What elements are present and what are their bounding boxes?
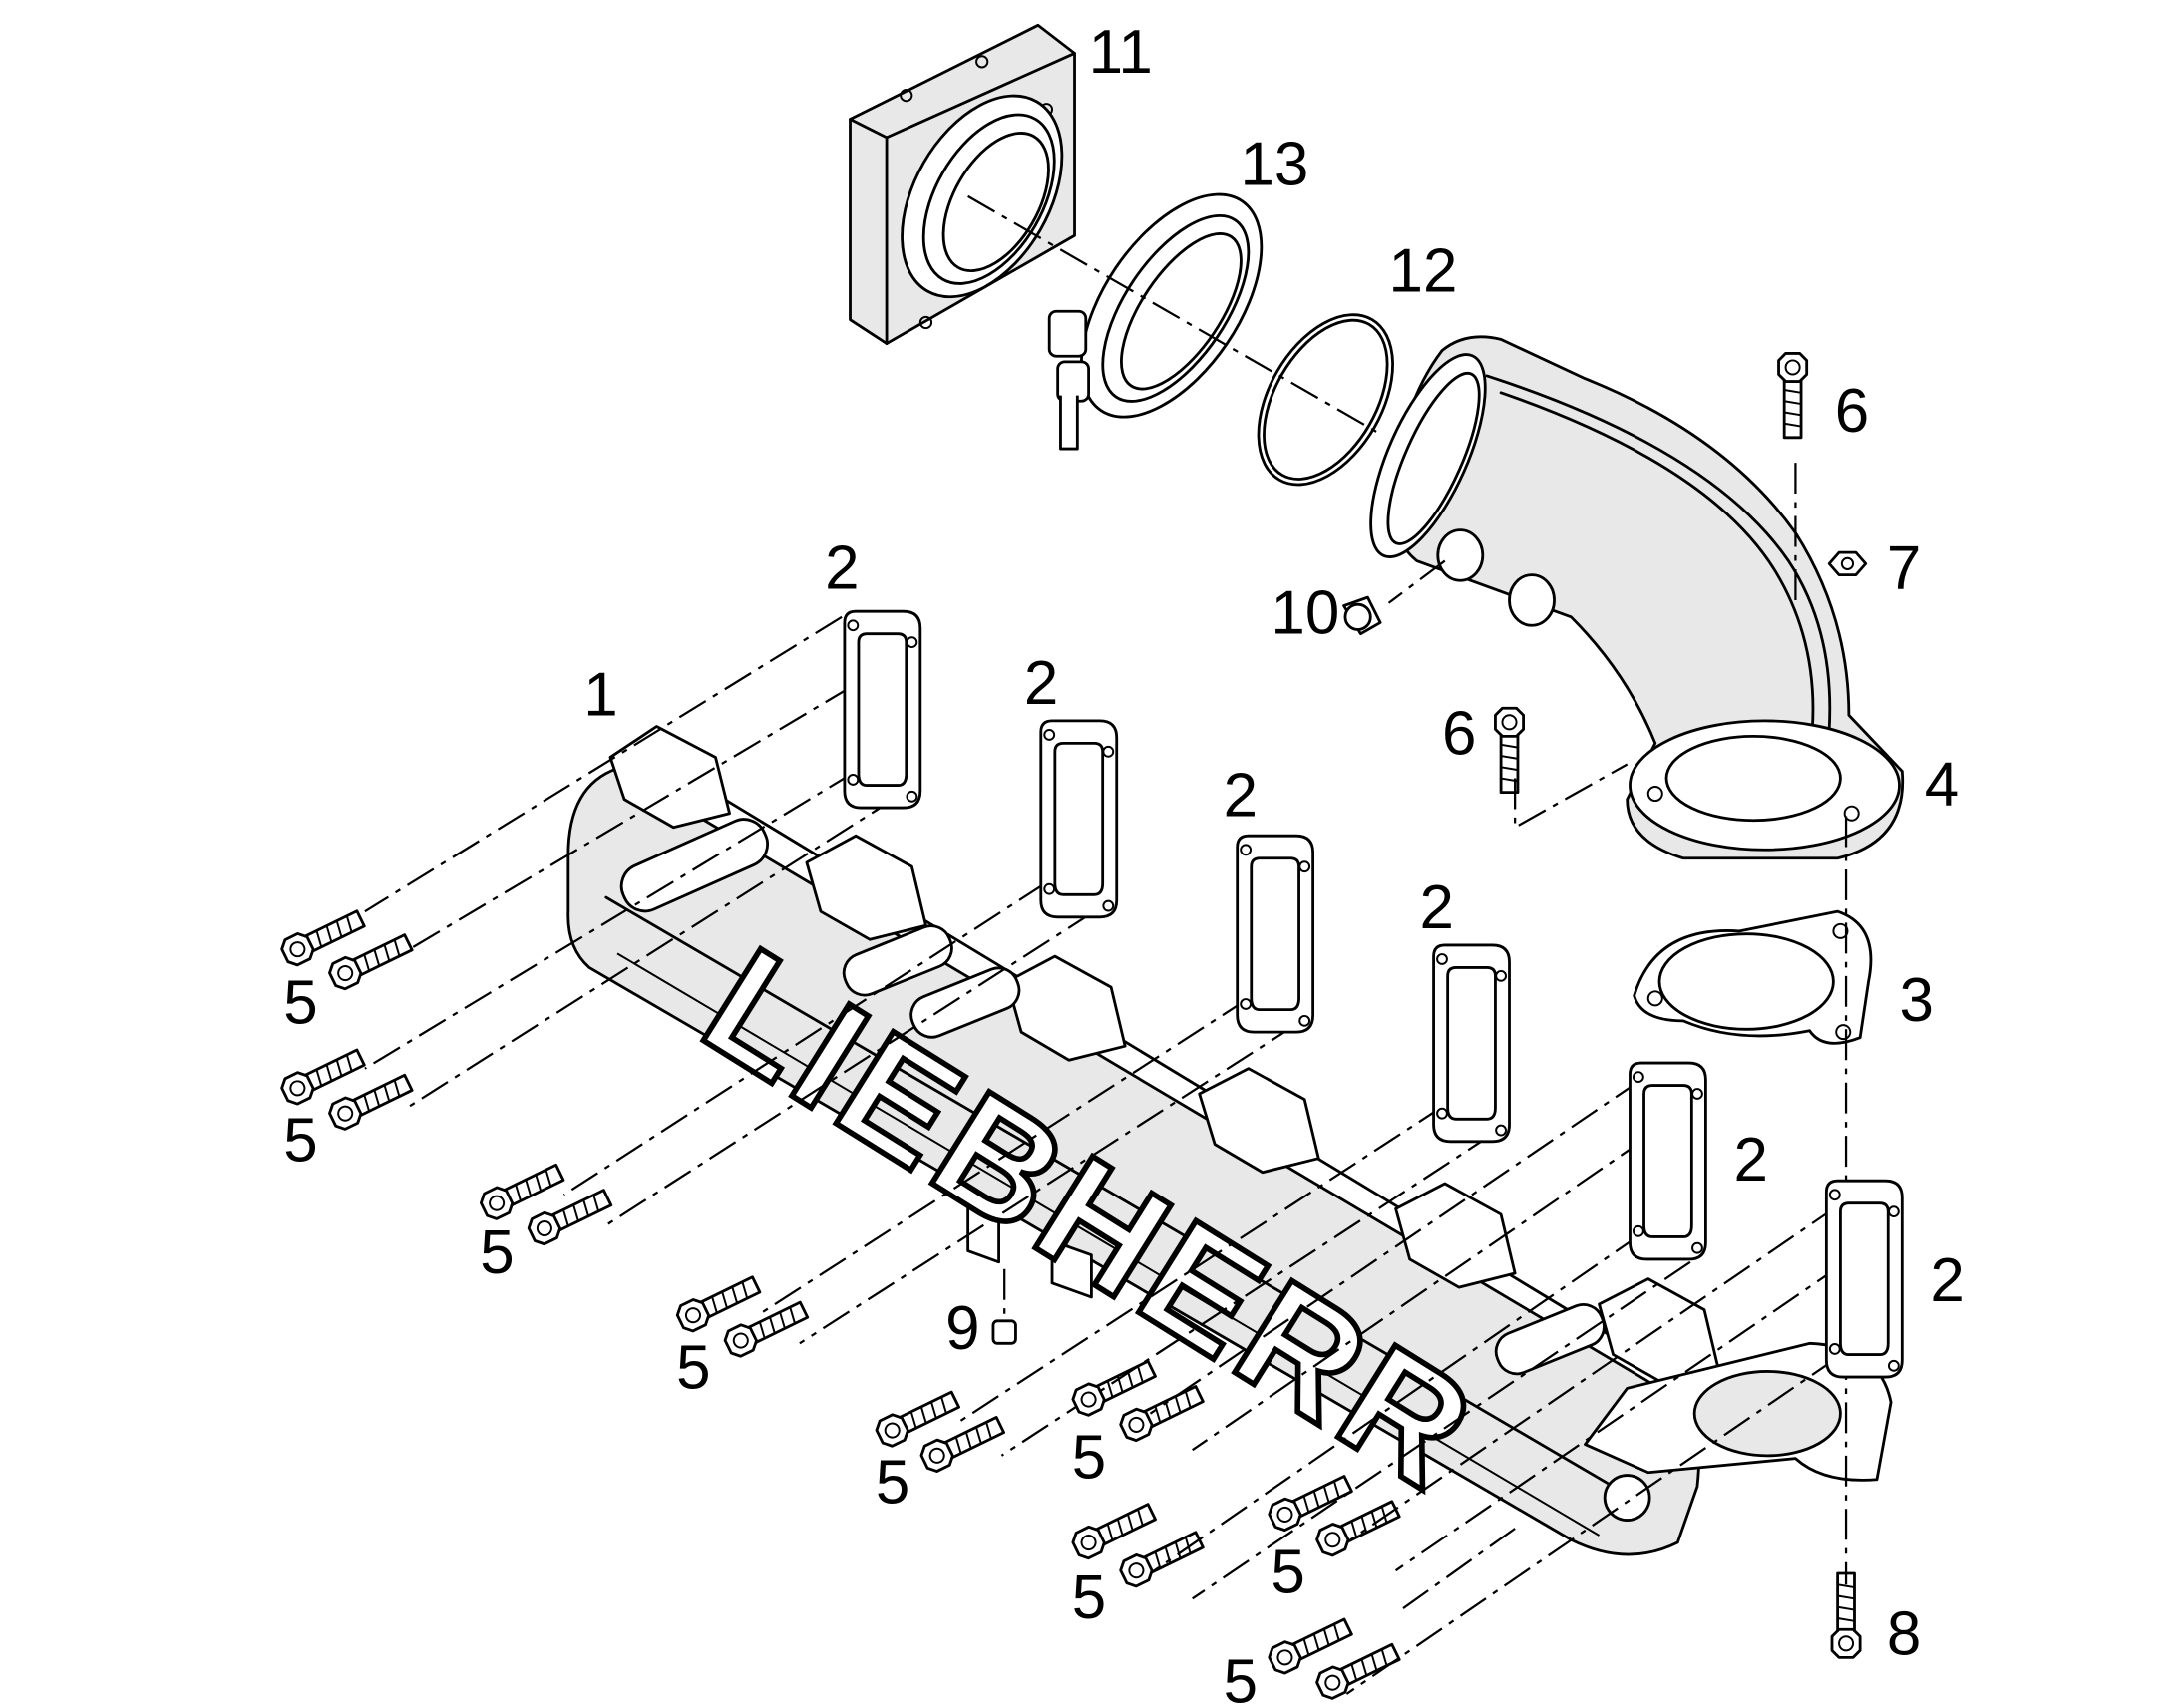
callout-2-f: 2: [1930, 1246, 1964, 1315]
callout-5-g: 5: [1072, 1563, 1106, 1632]
elbow-pipe-icon: [1369, 335, 1905, 860]
callout-5-e: 5: [876, 1449, 909, 1518]
hex-nut-icon: [1827, 550, 1868, 577]
exhaust-manifold-icon: [566, 725, 1893, 1556]
callout-2-c: 2: [1224, 762, 1258, 831]
callout-7: 7: [1887, 534, 1921, 603]
callout-1: 1: [583, 660, 617, 729]
callout-5-i: 5: [1224, 1647, 1258, 1708]
callout-13: 13: [1240, 131, 1308, 199]
callout-2-b: 2: [1024, 649, 1058, 718]
round-gasket-icon: [1633, 909, 1873, 1045]
plug-10-icon: [1342, 595, 1382, 636]
assembly-lines: [364, 194, 1888, 1695]
callouts: 11 13 12 6 7 10 6 4 3 2 1 2 2 2 2 2 5 5 …: [283, 18, 1965, 1708]
plug-9-icon: [991, 1319, 1017, 1345]
callout-4: 4: [1925, 750, 1959, 819]
v-band-clamp-icon: [1047, 192, 1264, 451]
callout-2-e: 2: [1734, 1126, 1768, 1195]
callout-5-c: 5: [480, 1218, 514, 1287]
callout-2-d: 2: [1420, 873, 1454, 942]
flange-plate-icon: [849, 23, 1076, 345]
callout-6-mid: 6: [1442, 700, 1476, 769]
callout-5-b: 5: [283, 1107, 317, 1176]
callout-5-f: 5: [1072, 1423, 1106, 1492]
callout-10: 10: [1271, 579, 1339, 648]
callout-5-d: 5: [676, 1333, 710, 1402]
o-ring-icon: [1257, 313, 1394, 487]
callout-3: 3: [1899, 966, 1933, 1035]
callout-8: 8: [1887, 1600, 1921, 1669]
callout-12: 12: [1389, 237, 1458, 306]
callout-5-a: 5: [283, 969, 317, 1038]
callout-5-h: 5: [1271, 1538, 1304, 1607]
callout-9: 9: [945, 1294, 979, 1363]
callout-6-top: 6: [1835, 377, 1869, 446]
callout-11: 11: [1089, 18, 1153, 87]
callout-2-a: 2: [825, 534, 859, 603]
